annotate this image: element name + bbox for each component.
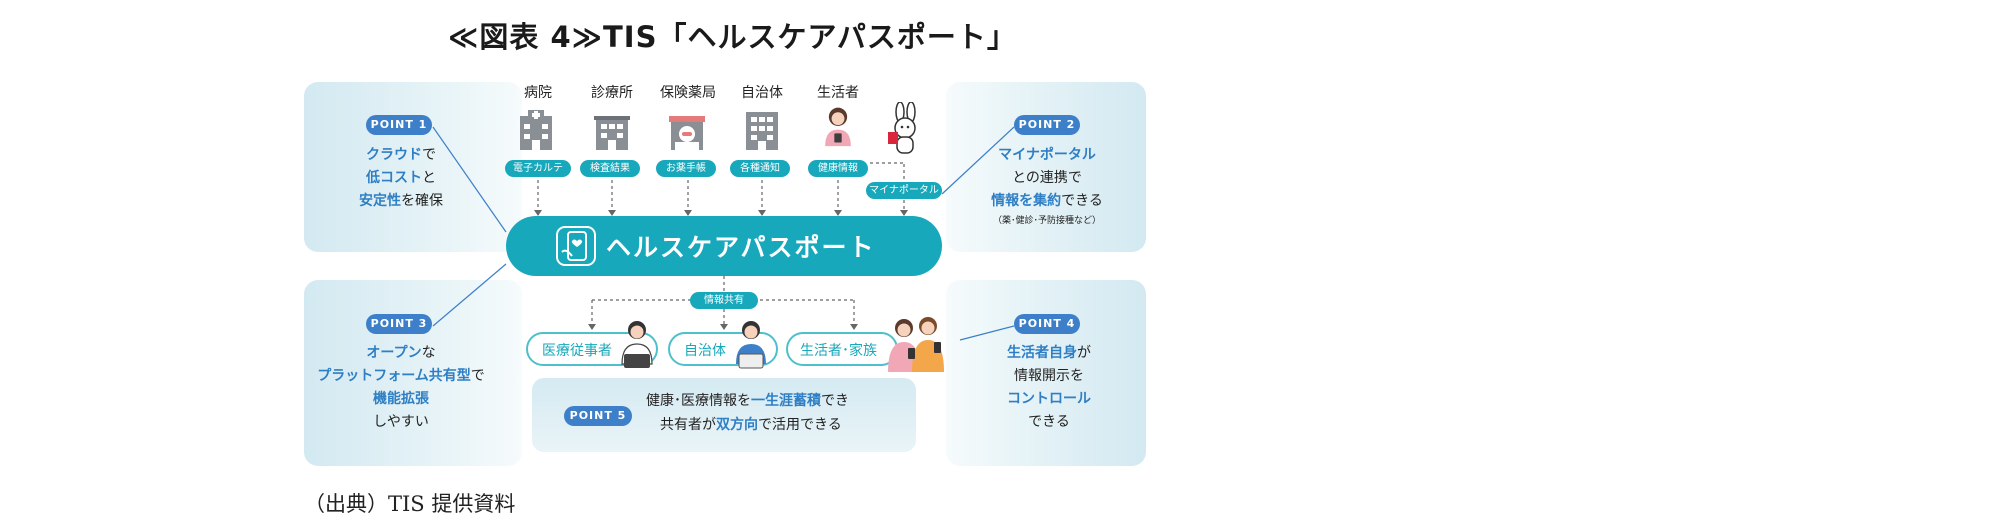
point1-text: クラウドで 低コストと 安定性を確保: [359, 147, 443, 209]
source-caption: （出典）TIS 提供資料: [304, 492, 516, 516]
point4-badge: POINT 4: [1014, 314, 1080, 334]
point2-panel: [946, 82, 1146, 252]
point3-panel: [304, 280, 522, 466]
point3-text: オープンな プラットフォーム共有型で 機能拡張 しやすい: [317, 345, 485, 430]
doctor-laptop-icon: [621, 321, 653, 368]
point5-badge: POINT 5: [564, 406, 632, 426]
point2-text: マイナポータル との連携で 情報を集約できる （薬･健診･予防接種など）: [991, 147, 1103, 226]
municipality-icon: [746, 112, 778, 150]
info-sharing-tag: 情報共有: [690, 292, 758, 309]
figure-title: ≪図表 4≫TIS「ヘルスケアパスポート」: [448, 20, 1017, 54]
point4-text: 生活者自身が 情報開示を コントロール できる: [1007, 345, 1091, 430]
tag-electronic-chart: 電子カルテ: [505, 160, 571, 177]
point3-badge: POINT 3: [366, 314, 432, 334]
citizen-icon: [825, 107, 851, 147]
point5-text: 健康･医療情報を一生涯蓄積でき 共有者が双方向で活用できる: [646, 393, 849, 433]
banner-title: ヘルスケアパスポート: [606, 233, 876, 262]
point4-panel: [946, 280, 1146, 466]
clinic-icon: [594, 116, 630, 150]
official-laptop-icon: [736, 321, 766, 369]
tag-test-results: 検査結果: [580, 160, 640, 177]
app-phone-icon: [556, 226, 596, 266]
tag-myna-portal: マイナポータル: [866, 182, 942, 199]
entity-label-municipality: 自治体: [741, 85, 783, 101]
pharmacy-icon: [669, 116, 705, 150]
mascot-rabbit-icon: [888, 102, 916, 154]
hospital-icon: [520, 110, 552, 150]
tag-notifications: 各種通知: [730, 160, 790, 177]
point1-panel: [304, 82, 522, 252]
audience-citizen-family: 生活者･家族: [786, 332, 898, 366]
family-phones-icon: [888, 317, 944, 372]
point2-badge: POINT 2: [1014, 115, 1080, 135]
entity-label-clinic: 診療所: [591, 85, 633, 101]
tag-medicine-notebook: お薬手帳: [656, 160, 716, 177]
entity-label-citizen: 生活者: [817, 85, 859, 101]
entity-label-hospital: 病院: [524, 85, 552, 101]
point1-badge: POINT 1: [366, 115, 432, 135]
entity-label-pharmacy: 保険薬局: [660, 85, 716, 101]
tag-health-info: 健康情報: [808, 160, 868, 177]
